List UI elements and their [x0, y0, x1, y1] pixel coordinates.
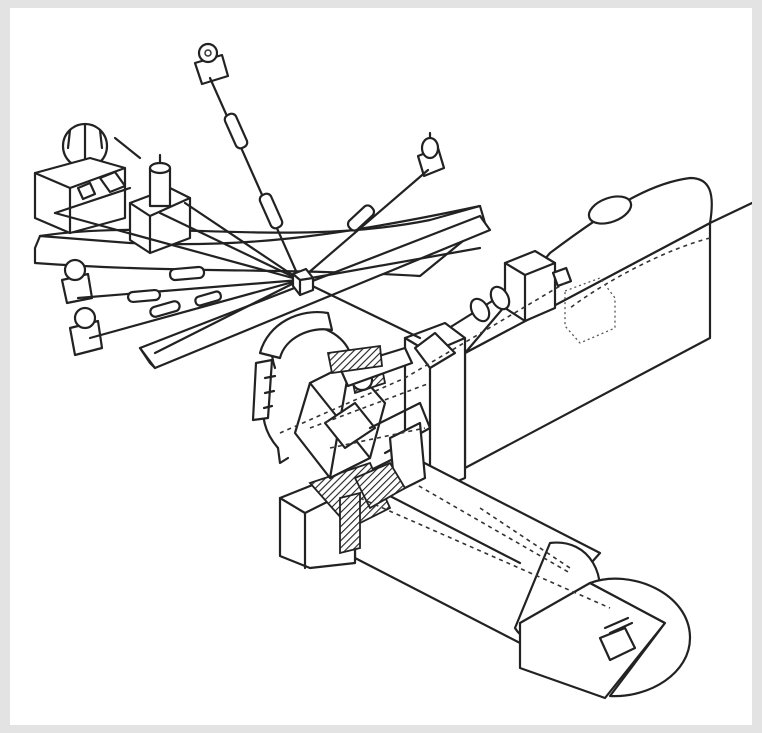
sensor-head-upper-right: [416, 131, 446, 178]
central-hub: [291, 267, 315, 297]
sensor-head-left-1: [60, 258, 94, 305]
housing-port: [587, 195, 633, 225]
crossing-beams: [33, 204, 492, 370]
sensor-head-top: [193, 42, 230, 86]
main-housing: [463, 176, 752, 470]
drive-arm: [309, 344, 431, 449]
schematic-figure: [10, 8, 752, 725]
sensor-head-left-2: [68, 306, 104, 357]
struts: [53, 76, 482, 355]
arc-rail: [251, 310, 334, 422]
apparatus-drawing: [33, 42, 752, 700]
beam-paths: [279, 282, 611, 609]
coupling-box: [423, 249, 573, 345]
end-enclosure: [518, 577, 692, 700]
